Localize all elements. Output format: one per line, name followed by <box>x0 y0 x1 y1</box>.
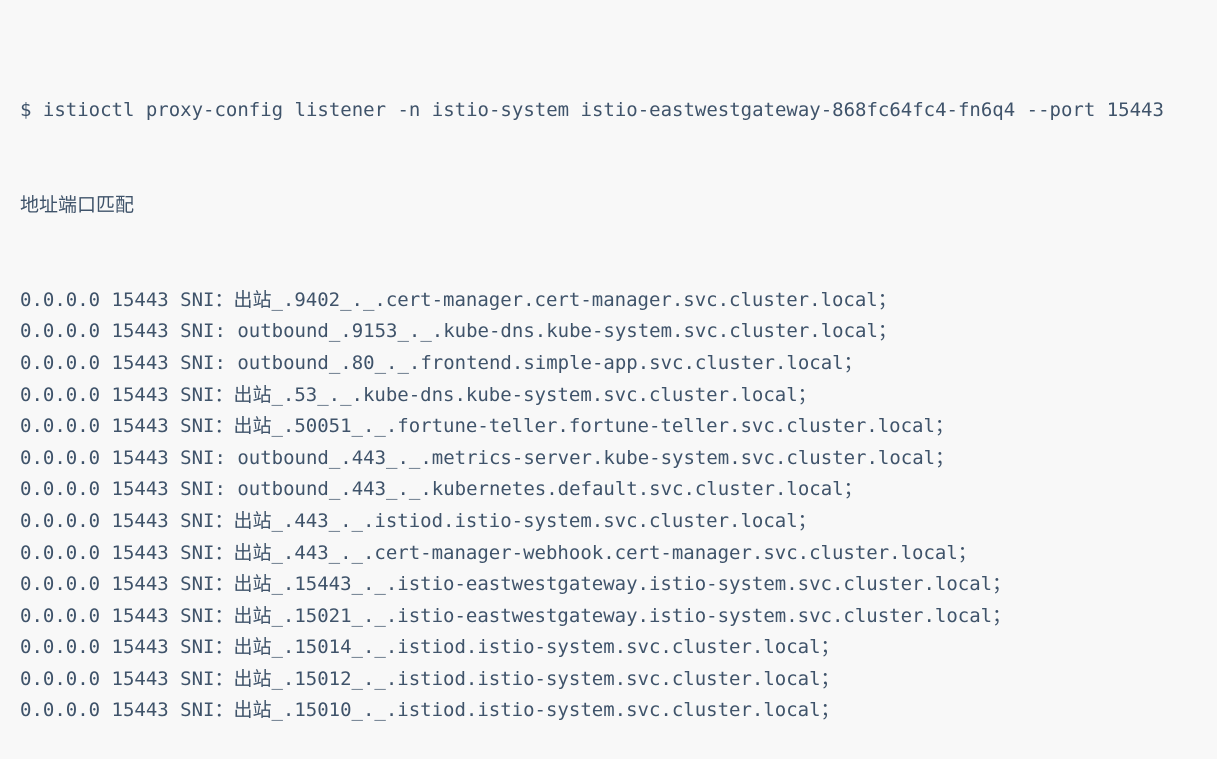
listener-row: 0.0.0.0 15443 SNI：出站_.443_._.cert-manage… <box>20 541 977 564</box>
output-column-header: 地址端口匹配 <box>20 193 135 216</box>
listener-row: 0.0.0.0 15443 SNI: outbound_.80_._.front… <box>20 351 863 374</box>
terminal-command: $ istioctl proxy-config listener -n isti… <box>20 99 1164 122</box>
listener-row: 0.0.0.0 15443 SNI：出站_.9402_._.cert-manag… <box>20 288 897 311</box>
listener-row: 0.0.0.0 15443 SNI: outbound_.9153_._.kub… <box>20 320 897 343</box>
listener-row: 0.0.0.0 15443 SNI：出站_.50051_._.fortune-t… <box>20 415 954 438</box>
listener-row: 0.0.0.0 15443 SNI：出站_.53_._.kube-dns.kub… <box>20 383 817 406</box>
listener-row: 0.0.0.0 15443 SNI：出站_.15012_._.istiod.is… <box>20 667 840 690</box>
terminal-code-block: $ istioctl proxy-config listener -n isti… <box>20 99 1164 721</box>
listener-row: 0.0.0.0 15443 SNI：出站_.15014_._.istiod.is… <box>20 636 840 659</box>
listener-row: 0.0.0.0 15443 SNI：出站_.15021_._.istio-eas… <box>20 604 1012 627</box>
listener-row: 0.0.0.0 15443 SNI：出站_.443_._.istiod.isti… <box>20 509 817 532</box>
listener-row: 0.0.0.0 15443 SNI: outbound_.443_._.metr… <box>20 446 955 469</box>
listener-row: 0.0.0.0 15443 SNI: outbound_.443_._.kube… <box>20 478 863 501</box>
listener-row: 0.0.0.0 15443 SNI：出站_.15443_._.istio-eas… <box>20 573 1012 596</box>
listener-output: 0.0.0.0 15443 SNI：出站_.9402_._.cert-manag… <box>20 285 1207 727</box>
listener-row: 0.0.0.0 15443 SNI：出站_.15010_._.istiod.is… <box>20 699 840 722</box>
